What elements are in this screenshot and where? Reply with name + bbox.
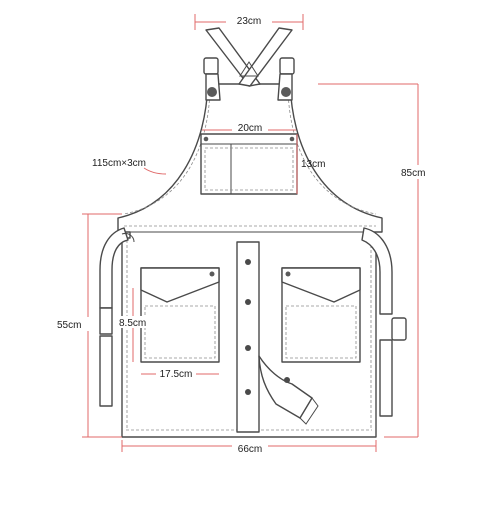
chest-pocket-outline xyxy=(200,133,298,195)
dimension-labels: 23cm 20cm 13cm 115cm×3cm 85cm 55cm 8.5cm… xyxy=(56,13,437,455)
shoulder-straps xyxy=(203,27,295,101)
fold-flap-button xyxy=(284,377,290,383)
right-pocket-stitch xyxy=(285,305,357,359)
bib-right-stitch xyxy=(287,89,377,215)
strap-cross-triangle xyxy=(239,61,259,77)
strap-left-upper xyxy=(205,27,261,87)
strap-buckle-right xyxy=(279,57,295,75)
strap-right-upper xyxy=(238,27,293,87)
label-front-pocket-height: 8.5cm xyxy=(119,318,146,329)
label-bg xyxy=(56,317,92,331)
rivet-left xyxy=(207,87,217,97)
placket-button xyxy=(245,299,251,305)
label-bg xyxy=(226,13,272,27)
right-front-pocket xyxy=(281,267,361,363)
label-skirt-length: 55cm xyxy=(57,320,81,331)
right-pocket-rivet xyxy=(285,271,291,277)
right-pocket-flap xyxy=(281,267,361,303)
label-bg xyxy=(399,165,437,179)
placket-button xyxy=(245,259,251,265)
dimension-leader-neck-strap xyxy=(143,167,167,175)
left-tie-loop xyxy=(99,307,113,335)
waist-ties xyxy=(99,227,407,417)
label-bottom-width: 66cm xyxy=(238,444,262,455)
right-tie-upper xyxy=(361,227,393,315)
right-buckle xyxy=(391,317,407,341)
label-bg xyxy=(232,121,268,133)
label-strap-width: 23cm xyxy=(237,16,261,27)
chest-pocket xyxy=(200,133,298,195)
left-ring xyxy=(121,233,135,243)
rivet-right xyxy=(281,87,291,97)
placket-outline xyxy=(236,241,260,433)
left-tie-end xyxy=(99,335,113,407)
chest-pocket-rivet-left xyxy=(203,136,209,142)
placket-button xyxy=(245,389,251,395)
folded-flap xyxy=(258,355,319,425)
left-pocket-rivet xyxy=(209,271,215,277)
right-tie-end xyxy=(379,339,393,417)
fold-flap-tip xyxy=(299,397,319,425)
label-neck-strap: 115cm×3cm xyxy=(92,158,146,169)
placket-button xyxy=(245,345,251,351)
label-chest-pocket-width: 20cm xyxy=(238,123,262,134)
label-bg xyxy=(232,440,268,454)
center-placket xyxy=(236,241,260,433)
label-total-length: 85cm xyxy=(401,168,425,179)
strap-buckle-left xyxy=(203,57,219,75)
label-chest-pocket-height: 13cm xyxy=(301,159,325,170)
bib-left-stitch xyxy=(123,89,211,215)
left-pocket-stitch xyxy=(144,305,216,359)
left-front-pocket xyxy=(140,267,220,363)
label-bg xyxy=(118,316,154,328)
left-pocket-flap xyxy=(140,267,220,303)
label-bg xyxy=(156,366,196,378)
label-front-pocket-width: 17.5cm xyxy=(160,369,193,380)
chest-pocket-rivet-right xyxy=(289,136,295,142)
